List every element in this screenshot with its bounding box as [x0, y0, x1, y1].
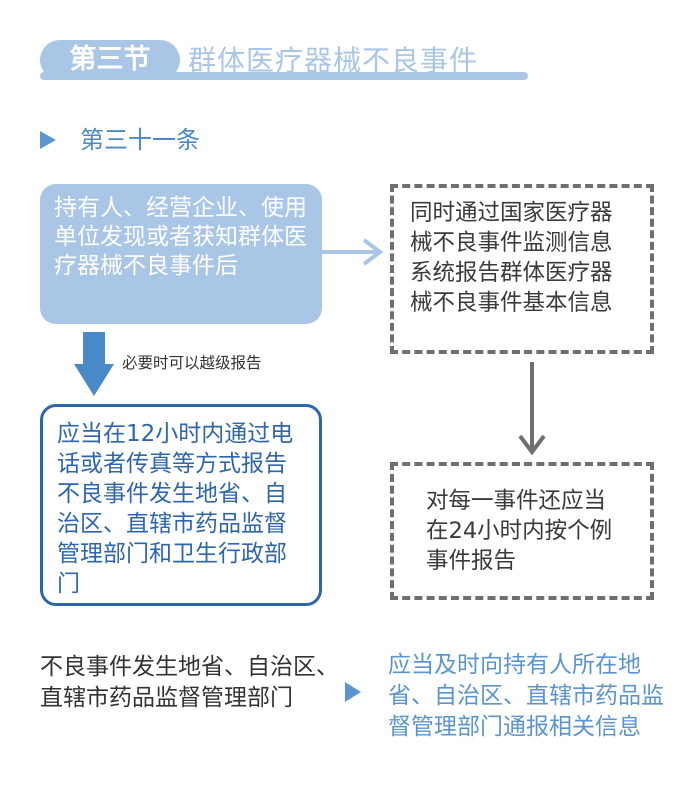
section-badge: 第三节: [40, 40, 180, 80]
bottom-left-text: 不良事件发生地省、自治区、直辖市药品监督管理部门: [40, 654, 339, 711]
down-arrow-gray-icon: [518, 362, 546, 456]
section-header-underline: [40, 72, 528, 80]
report-24h-box: 对每一事件还应当在24小时内按个例事件报告: [390, 462, 654, 600]
escalation-note: 必要时可以越级报告: [122, 354, 262, 372]
bottom-right-text: 应当及时向持有人所在地省、自治区、直辖市药品监督管理部门通报相关信息: [388, 652, 664, 740]
system-report-box: 同时通过国家医疗器械不良事件监测信息系统报告群体医疗器械不良事件基本信息: [390, 184, 654, 354]
trigger-box: 持有人、经营企业、使用单位发现或者获知群体医疗器械不良事件后: [40, 184, 322, 324]
triangle-bullet-icon: [345, 682, 361, 702]
triangle-bullet-icon: [40, 131, 56, 149]
down-arrow-blue-icon: [74, 332, 114, 396]
right-arrow-icon: [322, 238, 384, 266]
section-title: 群体医疗器械不良事件: [188, 44, 479, 77]
article-label: 第三十一条: [80, 126, 200, 154]
report-12h-box: 应当在12小时内通过电话或者传真等方式报告不良事件发生地省、自治区、直辖市药品监…: [40, 404, 322, 606]
